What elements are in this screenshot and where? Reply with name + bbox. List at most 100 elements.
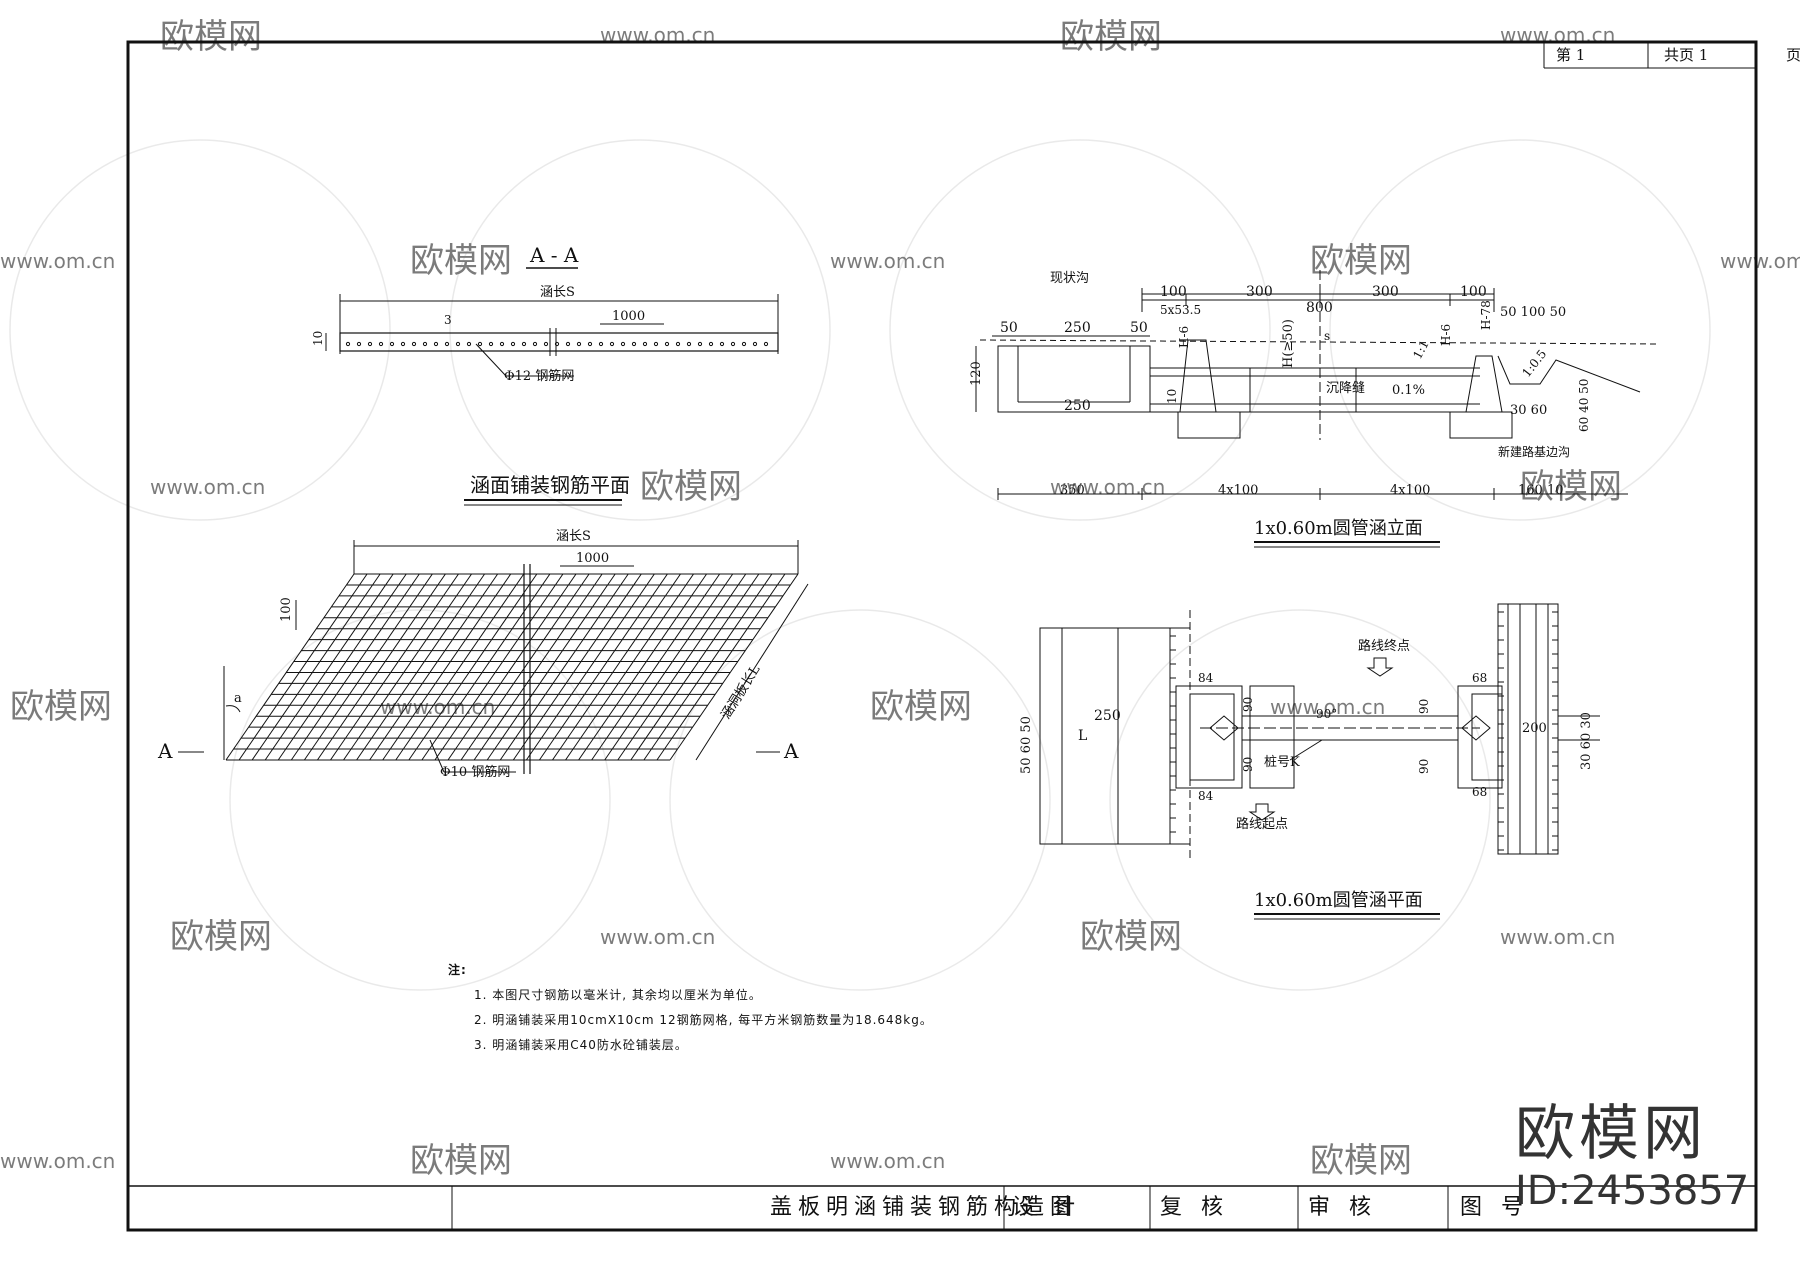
- note-item-3: 3. 明涵铺装采用C40防水砼铺装层。: [474, 1038, 688, 1052]
- rebar-dot: [708, 341, 714, 347]
- rebar-dot: [422, 341, 428, 347]
- mesh-line: [669, 573, 799, 761]
- mesh-line: [552, 573, 681, 761]
- mesh-line: [447, 573, 577, 761]
- mesh-line: [408, 573, 538, 761]
- plan-rebar-dim-100: 100: [279, 597, 294, 622]
- wm-brand-11: 欧模网: [410, 1141, 512, 1181]
- rebar-dot: [686, 341, 692, 347]
- page-number: 第 1: [1556, 46, 1586, 64]
- elev-d53: 5x53.5: [1160, 303, 1201, 317]
- elev-d300b: 300: [1372, 284, 1399, 300]
- wm-url-4: www.om.cn: [830, 249, 945, 273]
- elev-d120: 120: [969, 361, 984, 386]
- elev-d30-60: 30 60: [1510, 403, 1547, 418]
- section-aa: A - A 涵长S 1000 3 10 Φ12 钢筋网: [311, 243, 779, 384]
- watermark-layer: 欧模网 欧模网 欧模网 欧模网 欧模网 欧模网 欧模网 欧模网 欧模网 欧模网 …: [0, 17, 1800, 1181]
- mesh-line: [591, 573, 721, 761]
- pipe-right-dims: 30 60 30: [1579, 712, 1594, 770]
- elev-grade: 0.1%: [1392, 383, 1425, 398]
- elev-d100b: 100: [1460, 284, 1487, 300]
- wm-brand-12: 欧模网: [1310, 1141, 1412, 1181]
- wm-brand-7: 欧模网: [10, 687, 112, 727]
- plan-rebar: 涵面铺装钢筋平面 涵长S 1000 100 a 涵洞板长L Φ10 钢筋网 A …: [157, 473, 809, 780]
- plan-rebar-sec-right: A: [783, 739, 799, 763]
- rebar-dot: [730, 341, 736, 347]
- elev-b160: 160 10: [1518, 483, 1564, 498]
- rebar-dot: [510, 341, 516, 347]
- wm-url-11: www.om.cn: [1500, 925, 1615, 949]
- elevation-view: 现状沟 800 100 300 300 100 50 250 50 5x53.5…: [969, 270, 1661, 548]
- pipe-left-dims: 50 60 50: [1019, 716, 1034, 774]
- rebar-dot: [752, 341, 758, 347]
- rebar-dot: [466, 341, 472, 347]
- elev-d10: 10: [1165, 389, 1179, 404]
- wm-url-13: www.om.cn: [830, 1149, 945, 1173]
- elev-d800: 800: [1306, 300, 1333, 316]
- note-item-1: 1. 本图尺寸钢筋以毫米计, 其余均以厘米为单位。: [474, 988, 762, 1002]
- rebar-dot: [477, 341, 483, 347]
- elev-d50-100-50: 50 100 50: [1500, 305, 1566, 320]
- pipe-d84b: 84: [1198, 789, 1214, 803]
- plan-rebar-label: Φ10 钢筋网: [440, 764, 510, 780]
- rebar-dot: [499, 341, 505, 347]
- wm-url-5: www.om.cn: [1720, 249, 1800, 273]
- pipe-plan-title: 1x0.60m圆管涵平面: [1254, 890, 1423, 911]
- section-aa-dim-10: 10: [311, 331, 325, 346]
- elev-joint: 沉降缝: [1326, 381, 1365, 396]
- elev-new-ditch: 新建路基边沟: [1498, 444, 1570, 459]
- mesh-line: [512, 573, 642, 761]
- rebar-dot: [697, 341, 703, 347]
- rebar-dot: [642, 341, 648, 347]
- wm-url-12: www.om.cn: [0, 1149, 115, 1173]
- mesh-line: [499, 573, 629, 761]
- rebar-dot: [455, 341, 461, 347]
- page-total: 共页 1: [1664, 46, 1709, 64]
- rebar-dot: [653, 341, 659, 347]
- plan-rebar-mesh: [225, 573, 799, 761]
- elev-d60-40-50: 60 40 50: [1577, 379, 1591, 432]
- mesh-line: [421, 573, 551, 761]
- pipe-d68b: 68: [1472, 785, 1487, 799]
- elev-d50a: 50: [1000, 320, 1018, 336]
- section-aa-title: A - A: [529, 243, 579, 267]
- mesh-line: [382, 573, 512, 761]
- wm-brand-9: 欧模网: [170, 917, 272, 957]
- wm-url-3: www.om.cn: [0, 249, 115, 273]
- mesh-line: [604, 573, 734, 761]
- rebar-dot: [565, 341, 571, 347]
- wm-brand-2: 欧模网: [1060, 17, 1162, 57]
- rebar-dot: [345, 341, 351, 347]
- mesh-line: [330, 573, 459, 761]
- rebar-dot: [367, 341, 373, 347]
- mesh-line: [578, 573, 708, 761]
- mesh-line: [617, 573, 747, 761]
- pipe-angle90: 90°: [1316, 707, 1337, 721]
- rebar-dot: [576, 341, 582, 347]
- plan-rebar-title: 涵面铺装钢筋平面: [470, 473, 630, 497]
- elev-b350: 350: [1060, 483, 1085, 498]
- rebar-dot: [400, 341, 406, 347]
- wm-url-9: www.om.cn: [1270, 695, 1385, 719]
- elev-d100a: 100: [1160, 284, 1187, 300]
- mesh-line: [486, 573, 616, 761]
- elev-d50b: 50: [1130, 320, 1148, 336]
- plan-rebar-angle: a: [234, 691, 242, 706]
- plan-rebar-slab-length: 涵洞板长L: [719, 662, 764, 722]
- elev-existing-ditch: 现状沟: [1050, 271, 1089, 286]
- pipe-d84a: 84: [1198, 671, 1214, 685]
- mesh-line: [264, 573, 394, 761]
- wm-brand-4: 欧模网: [1310, 241, 1412, 281]
- page-side: 页: [1786, 46, 1800, 64]
- notes-block: 注: 1. 本图尺寸钢筋以毫米计, 其余均以厘米为单位。 2. 明涵铺装采用10…: [448, 958, 933, 1058]
- rebar-dot: [631, 341, 637, 347]
- elev-d250b: 250: [1064, 398, 1091, 414]
- pipe-d68a: 68: [1472, 671, 1487, 685]
- rebar-dot: [741, 341, 747, 347]
- wm-brand-8: 欧模网: [870, 687, 972, 727]
- mesh-line: [565, 573, 694, 761]
- mesh-line: [460, 573, 590, 761]
- mesh-line: [303, 573, 433, 761]
- rebar-dot: [587, 341, 593, 347]
- elev-h6b: H-6: [1439, 324, 1453, 346]
